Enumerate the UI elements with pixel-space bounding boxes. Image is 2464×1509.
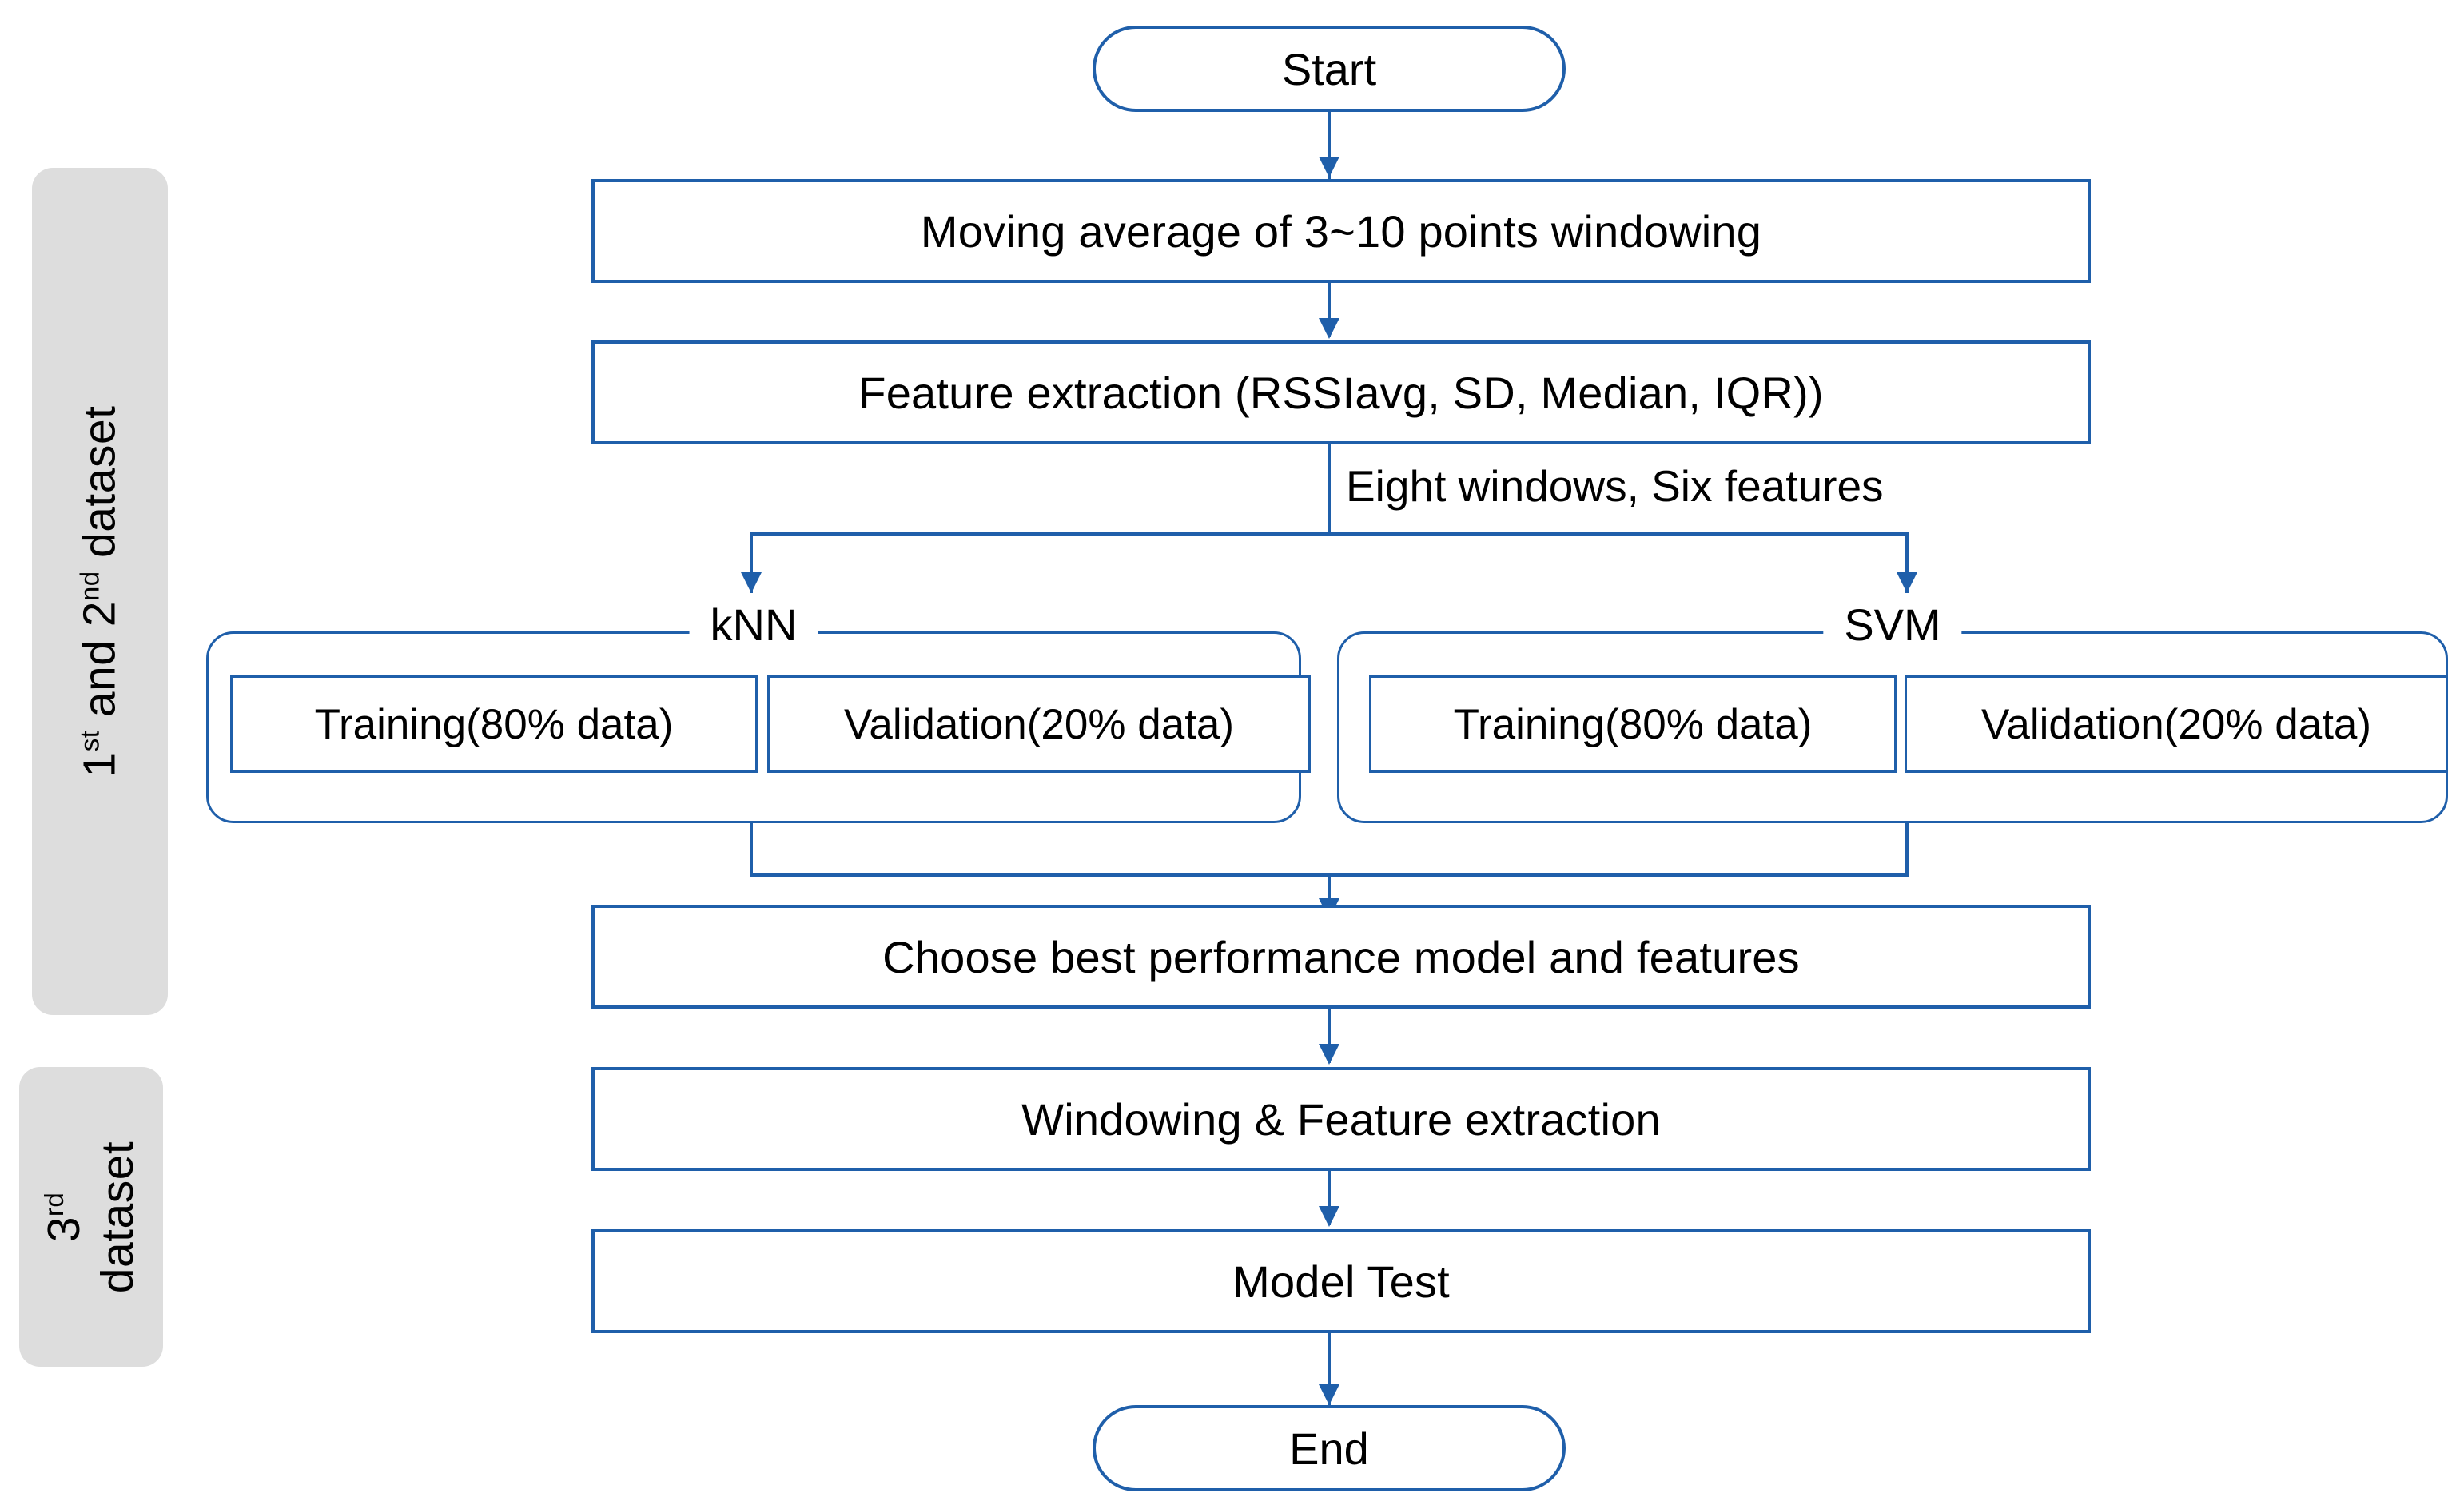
node-windowing-feature-extraction-label: Windowing & Feature extraction (1021, 1093, 1661, 1145)
node-model-test-label: Model Test (1232, 1256, 1450, 1307)
node-start-label: Start (1281, 43, 1377, 94)
conjunction-and-2: and 2 (74, 601, 125, 731)
dataset-word-1: dataset (74, 405, 125, 571)
arrowhead-choose-best-to-windowing (1319, 1044, 1339, 1065)
knn-validation-label: Validation(20% data) (843, 700, 1235, 748)
connector-model-test-to-end (1328, 1333, 1331, 1407)
connector-windowing-to-model-test (1328, 1171, 1331, 1225)
connector-knn-down (750, 823, 753, 876)
node-windowing-feature-extraction[interactable]: Windowing & Feature extraction (591, 1067, 2091, 1171)
ordinal-3rd-suffix: rd (39, 1192, 70, 1216)
side-panel-first-second-dataset: 1st and 2nd dataset (32, 168, 168, 1015)
node-end-label: End (1289, 1423, 1369, 1474)
svm-training-box[interactable]: Training(80% data) (1369, 675, 1897, 773)
connector-svm-down (1905, 823, 1909, 876)
ordinal-2nd-suffix: nd (75, 571, 105, 602)
arrowhead-branch-to-svm (1897, 572, 1917, 593)
node-start[interactable]: Start (1093, 26, 1566, 112)
connector-feature-extraction-down (1328, 444, 1331, 534)
side-panel-label-third-dataset: 3rd dataset (38, 1141, 145, 1292)
arrowhead-moving-average-to-feature-extraction (1319, 318, 1339, 339)
connector-moving-average-to-feature-extraction (1328, 283, 1331, 337)
arrowhead-model-test-to-end (1319, 1384, 1339, 1405)
group-knn-title: kNN (689, 599, 818, 651)
connector-branch-bar (750, 532, 1909, 536)
ordinal-3rd-prefix: 3 (38, 1216, 90, 1242)
edge-label-eight-windows-six-features: Eight windows, Six features (1346, 461, 1884, 511)
third-dataset-line-2: dataset (92, 1141, 143, 1293)
side-panel-third-dataset: 3rd dataset (19, 1067, 163, 1367)
arrowhead-start-to-moving-average (1319, 157, 1339, 177)
svm-validation-box[interactable]: Validation(20% data) (1905, 675, 2448, 773)
knn-training-box[interactable]: Training(80% data) (230, 675, 758, 773)
node-feature-extraction-label: Feature extraction (RSSIavg, SD, Median,… (858, 367, 1824, 418)
group-svm: SVM (1337, 599, 2448, 823)
svm-validation-label: Validation(20% data) (1980, 700, 2372, 748)
node-model-test[interactable]: Model Test (591, 1229, 2091, 1333)
ordinal-1st-suffix: st (75, 730, 105, 752)
knn-validation-box[interactable]: Validation(20% data) (767, 675, 1311, 773)
svm-training-label: Training(80% data) (1453, 700, 1813, 748)
connector-branch-to-knn (750, 532, 753, 593)
node-choose-best-model[interactable]: Choose best performance model and featur… (591, 905, 2091, 1009)
node-moving-average[interactable]: Moving average of 3~10 points windowing (591, 179, 2091, 283)
node-feature-extraction[interactable]: Feature extraction (RSSIavg, SD, Median,… (591, 340, 2091, 444)
arrowhead-windowing-to-model-test (1319, 1206, 1339, 1227)
side-panel-label-first-second-dataset: 1st and 2nd dataset (73, 406, 126, 778)
node-choose-best-model-label: Choose best performance model and featur… (882, 931, 1800, 982)
knn-training-label: Training(80% data) (314, 700, 674, 748)
node-moving-average-label: Moving average of 3~10 points windowing (920, 205, 1762, 257)
group-svm-title: SVM (1823, 599, 1962, 651)
third-dataset-line-1: 3rd (38, 1141, 91, 1292)
connector-choose-best-to-windowing (1328, 1009, 1331, 1063)
node-end[interactable]: End (1093, 1405, 1566, 1491)
connector-merge-to-choose-best (1328, 873, 1331, 919)
connector-branch-to-svm (1905, 532, 1909, 593)
arrowhead-branch-to-knn (741, 572, 762, 593)
connector-start-to-moving-average (1328, 112, 1331, 179)
ordinal-1st-prefix: 1 (74, 751, 125, 778)
group-knn: kNN (206, 599, 1301, 823)
